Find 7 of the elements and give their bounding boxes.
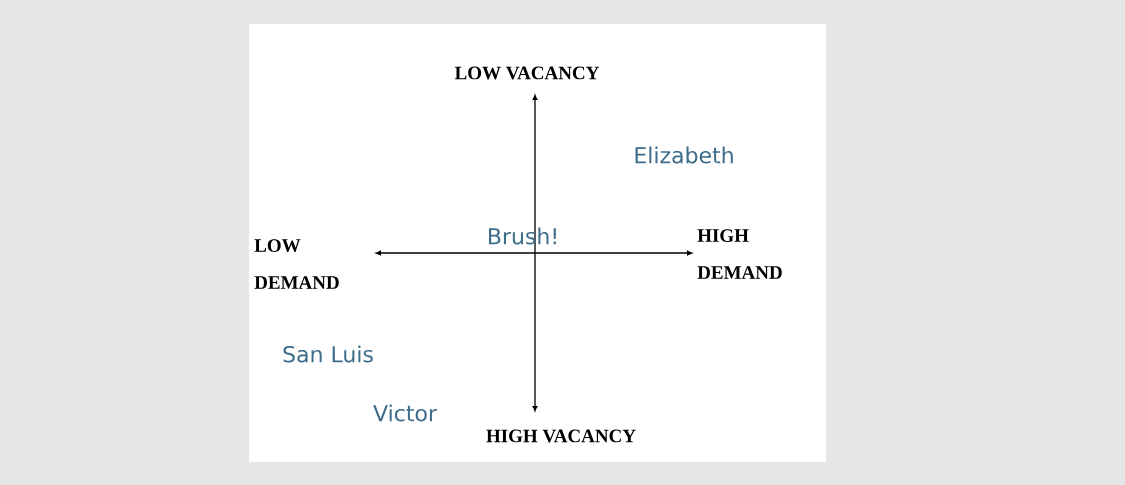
axis-label: LOW DEMAND	[254, 239, 339, 289]
axis-label: HIGH VACANCY	[486, 429, 636, 443]
place-label: San Luis	[283, 345, 373, 363]
axis-label: LOW VACANCY	[454, 66, 600, 80]
place-label: Elizabeth	[635, 146, 733, 164]
axis-label: HIGH DEMAND	[697, 229, 782, 279]
place-label: Victor	[373, 404, 437, 422]
